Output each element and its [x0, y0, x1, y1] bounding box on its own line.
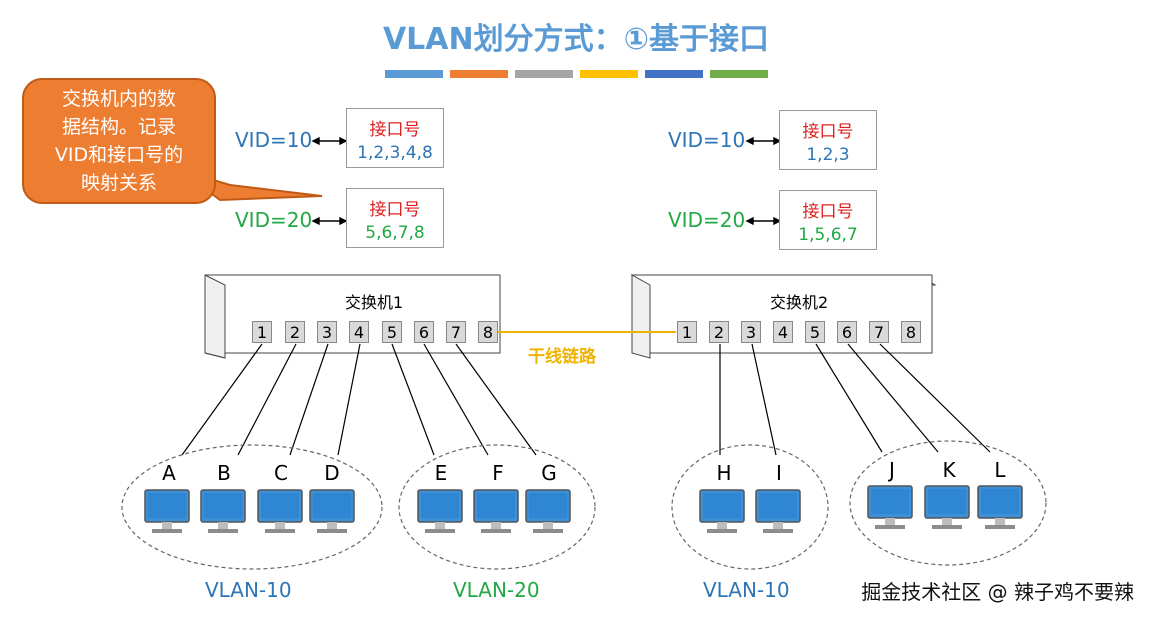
watermark: 掘金技术社区 @ 辣子鸡不要辣 — [861, 580, 1134, 604]
host-label-a: A — [162, 461, 176, 485]
host-label-i: I — [776, 461, 782, 485]
computer-icon — [473, 489, 519, 533]
host-label-c: C — [274, 461, 288, 485]
callout-line: VID和接口号的 — [54, 144, 184, 166]
sw1-vid20-label: VID=20 — [235, 208, 313, 232]
trunk-label: 干线链路 — [528, 347, 596, 367]
table-ports: 1,5,6,7 — [798, 225, 858, 245]
callout-box: 交换机内的数 据结构。记录 VID和接口号的 映射关系 — [22, 78, 216, 204]
host-label-h: H — [716, 461, 732, 485]
switch-2-body — [630, 274, 937, 359]
table-header: 接口号 — [369, 200, 421, 220]
sw1-port-6[interactable]: 6 — [414, 321, 434, 343]
stripe-2 — [450, 70, 508, 78]
host-label-b: B — [217, 461, 231, 485]
vlan-group-ellipse — [671, 444, 829, 570]
computer-icon — [699, 489, 745, 533]
sw2-port-2[interactable]: 2 — [709, 321, 729, 343]
table-header: 接口号 — [802, 122, 854, 142]
sw1-vid20-table: 接口号 5,6,7,8 — [346, 188, 444, 248]
sw2-port-8[interactable]: 8 — [901, 321, 921, 343]
sw2-vid10-label: VID=10 — [668, 128, 746, 152]
vlan-label-group2: VLAN-20 — [453, 578, 540, 602]
table-header: 接口号 — [802, 202, 854, 222]
sw1-port-8[interactable]: 8 — [478, 321, 498, 343]
sw1-port-7[interactable]: 7 — [446, 321, 466, 343]
table-header: 接口号 — [369, 120, 421, 140]
computer-icon — [924, 485, 970, 529]
sw2-port-6[interactable]: 6 — [837, 321, 857, 343]
table-ports: 5,6,7,8 — [365, 223, 425, 243]
stripe-3 — [515, 70, 573, 78]
sw2-port-7[interactable]: 7 — [869, 321, 889, 343]
sw2-vid20-table: 接口号 1,5,6,7 — [779, 190, 877, 250]
computer-icon — [257, 489, 303, 533]
host-label-k: K — [942, 458, 956, 482]
stripe-6 — [710, 70, 768, 78]
host-label-j: J — [889, 458, 895, 482]
stripe-4 — [580, 70, 638, 78]
table-ports: 1,2,3,4,8 — [357, 143, 433, 163]
stripe-1 — [385, 70, 443, 78]
computer-icon — [525, 489, 571, 533]
vlan-group-ellipse — [849, 440, 1047, 566]
sw2-port-3[interactable]: 3 — [741, 321, 761, 343]
computer-icon — [309, 489, 355, 533]
sw2-port-1[interactable]: 1 — [677, 321, 697, 343]
computer-icon — [144, 489, 190, 533]
host-label-f: F — [492, 461, 504, 485]
sw2-port-4[interactable]: 4 — [773, 321, 793, 343]
sw2-vid10-table: 接口号 1,2,3 — [779, 110, 877, 170]
sw1-port-1[interactable]: 1 — [252, 321, 272, 343]
switch-1-body — [204, 274, 501, 359]
sw2-vid20-label: VID=20 — [668, 208, 746, 232]
sw1-port-4[interactable]: 4 — [349, 321, 369, 343]
host-label-e: E — [434, 461, 448, 485]
sw1-port-3[interactable]: 3 — [317, 321, 337, 343]
sw1-port-5[interactable]: 5 — [382, 321, 402, 343]
computer-icon — [977, 485, 1023, 529]
callout-line: 据结构。记录 — [61, 116, 176, 138]
sw1-port-2[interactable]: 2 — [285, 321, 305, 343]
page-title: VLAN划分方式：①基于接口 — [382, 22, 770, 57]
computer-icon — [200, 489, 246, 533]
callout-line: 交换机内的数 — [61, 88, 176, 110]
callout-line: 映射关系 — [80, 172, 157, 194]
host-label-d: D — [324, 461, 340, 485]
vlan-group-ellipse — [121, 444, 383, 570]
host-label-g: G — [541, 461, 557, 485]
cable-lines — [181, 343, 991, 456]
stripe-5 — [645, 70, 703, 78]
sw1-vid10-table: 接口号 1,2,3,4,8 — [346, 108, 444, 168]
vlan-label-group3: VLAN-10 — [703, 578, 790, 602]
switch-1-label: 交换机1 — [345, 293, 404, 312]
host-label-l: L — [994, 458, 1006, 482]
computer-icon — [417, 489, 463, 533]
computer-icon — [755, 489, 801, 533]
sw2-port-5[interactable]: 5 — [805, 321, 825, 343]
switch-2-label: 交换机2 — [770, 293, 829, 312]
vlan-label-group1: VLAN-10 — [205, 578, 292, 602]
computer-icon — [867, 485, 913, 529]
sw1-vid10-label: VID=10 — [235, 128, 313, 152]
table-ports: 1,2,3 — [806, 145, 850, 165]
vlan-group-ellipse — [398, 444, 596, 570]
